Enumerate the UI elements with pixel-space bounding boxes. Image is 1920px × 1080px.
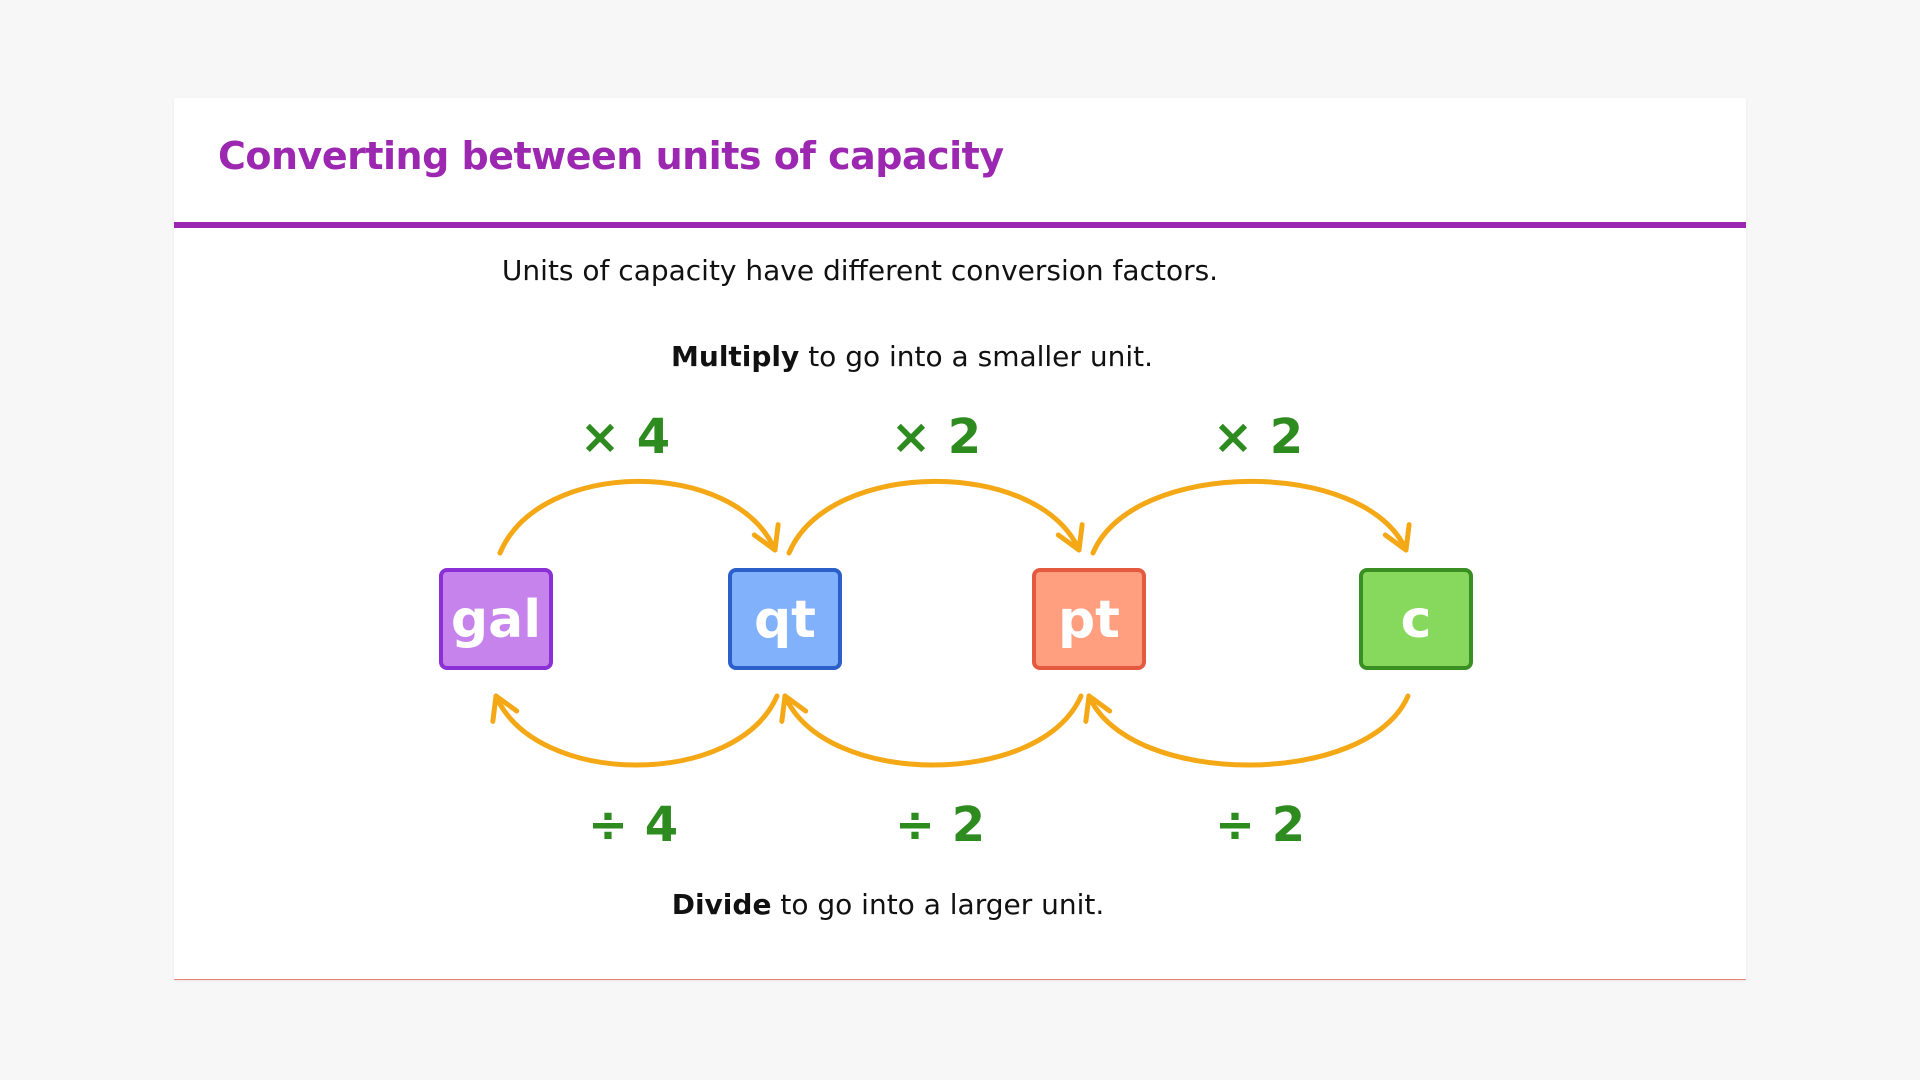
divide-arrow [1086, 693, 1411, 768]
divide-arrow [493, 693, 780, 768]
unit-box-rect [1359, 568, 1473, 670]
unit-label-qt: qt [754, 590, 816, 650]
multiply-arrowhead [1382, 522, 1412, 553]
slide: Converting between units of capacity Uni… [174, 98, 1746, 980]
factor-labels-layer: × 4 × 2 × 2 ÷ 4 ÷ 2 ÷ 2 [580, 409, 1305, 853]
multiply-factor-label: × 2 [1213, 409, 1303, 465]
unit-box-rect [1032, 568, 1146, 670]
divide-factor-label: ÷ 2 [1215, 797, 1305, 853]
multiply-arrow [497, 478, 778, 556]
unit-box-rect [439, 568, 553, 670]
multiply-arrow [1090, 478, 1409, 556]
divide-arrowhead [779, 693, 809, 724]
slide-header: Converting between units of capacity [174, 98, 1746, 225]
bottom-divider [174, 979, 1746, 980]
multiply-arrowhead [751, 522, 781, 553]
divide-arrowhead [490, 693, 520, 724]
unit-box-c: c [1359, 568, 1473, 670]
unit-label-c: c [1401, 590, 1432, 650]
multiply-rule-bold: Multiply [671, 340, 800, 373]
multiply-arrow [786, 478, 1082, 556]
divide-arrowhead [1083, 693, 1113, 724]
arrows-layer [490, 478, 1412, 768]
conversion-diagram: gal qt pt c × 4 × 2 × 2 ÷ 4 ÷ 2 ÷ 2 [439, 409, 1473, 853]
multiply-arrowhead [1055, 522, 1085, 553]
unit-box-rect [728, 568, 842, 670]
multiply-rule-rest: to go into a smaller unit. [799, 340, 1153, 373]
unit-box-qt: qt [728, 568, 842, 670]
multiply-factor-label: × 4 [580, 409, 670, 465]
divide-rule-bold: Divide [671, 888, 772, 921]
page-title: Converting between units of capacity [218, 134, 1004, 178]
multiply-factor-label: × 2 [891, 409, 981, 465]
title-divider [174, 222, 1746, 228]
unit-label-pt: pt [1058, 590, 1120, 650]
intro-text: Units of capacity have different convers… [501, 254, 1219, 287]
unit-box-pt: pt [1032, 568, 1146, 670]
unit-box-gal: gal [439, 568, 553, 670]
unit-label-gal: gal [451, 590, 541, 650]
divide-arrow [782, 693, 1084, 768]
divide-factor-label: ÷ 2 [895, 797, 985, 853]
divide-factor-label: ÷ 4 [588, 797, 678, 853]
divide-rule: Divide to go into a larger unit. [188, 888, 1588, 921]
divide-rule-rest: to go into a larger unit. [771, 888, 1105, 921]
multiply-rule: Multiply to go into a smaller unit. [212, 340, 1612, 373]
unit-boxes-layer: gal qt pt c [439, 568, 1473, 670]
